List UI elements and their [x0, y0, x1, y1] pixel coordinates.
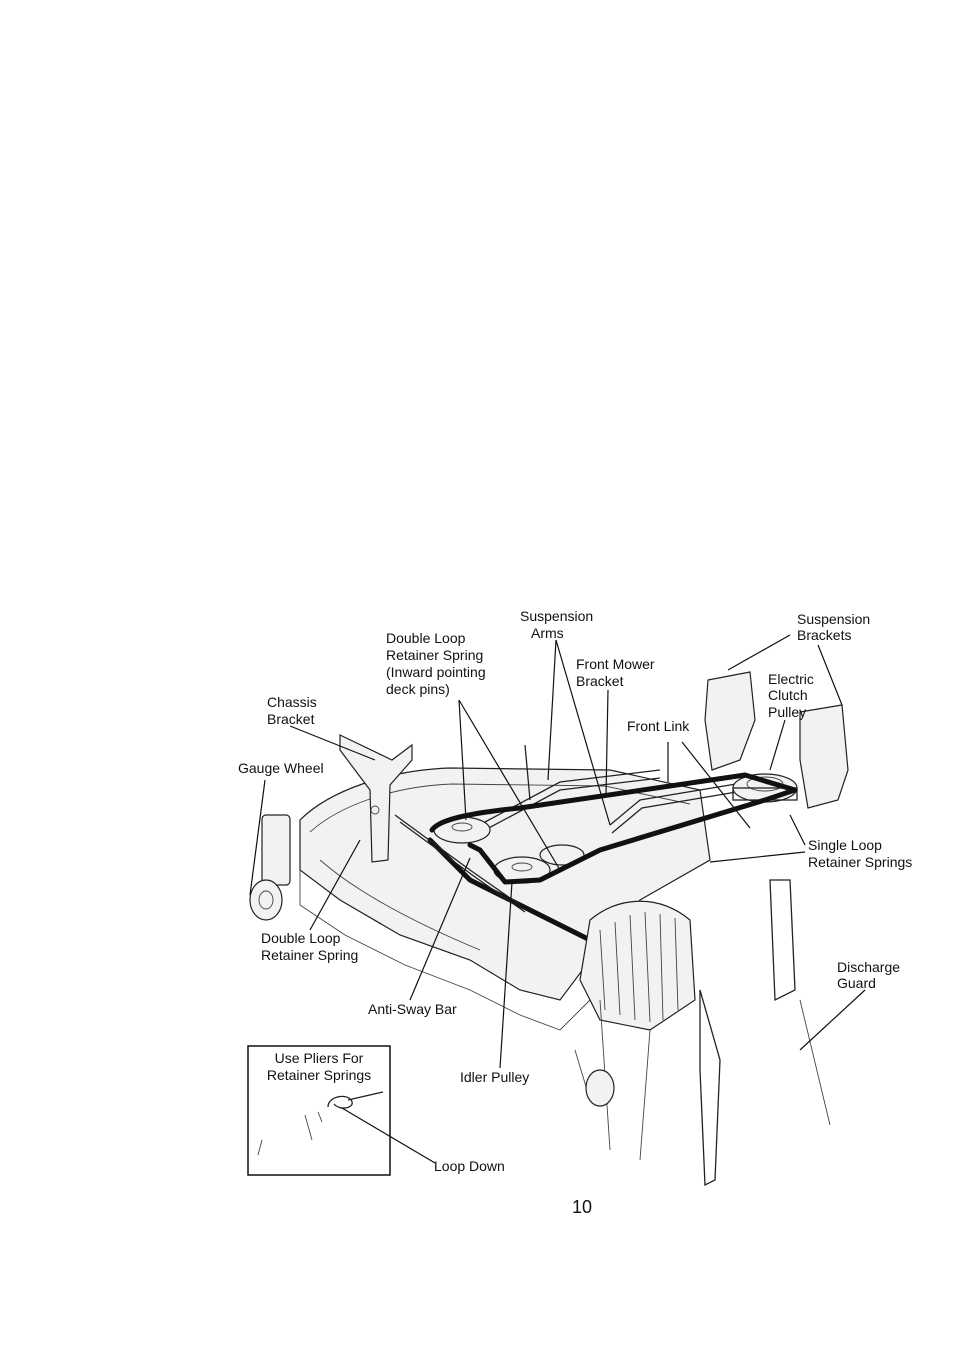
discharge-guard-part: [699, 879, 796, 1187]
inset-frame: [247, 1045, 391, 1176]
drive-belt-lower: [427, 837, 593, 943]
label-electric-clutch-pulley: Electric Clutch Pulley: [768, 671, 818, 720]
label-chassis-bracket: Chassis Bracket: [267, 694, 321, 727]
leader-lines: [249, 634, 866, 1069]
deck-skirt: [299, 870, 591, 1031]
pliers-sketch: [257, 1111, 323, 1156]
drive-belt: [429, 772, 798, 885]
label-discharge-guard: Discharge Guard: [837, 959, 904, 991]
label-suspension-brackets: Suspension Brackets: [797, 611, 874, 643]
label-double-loop-retainer-spring-top: Double Loop Retainer Spring (Inward poin…: [386, 630, 490, 697]
callout-labels: Suspension Arms Suspension Brackets Doub…: [238, 608, 912, 1174]
label-idler-pulley: Idler Pulley: [460, 1069, 529, 1085]
suspension-bracket-left: [704, 671, 756, 771]
chassis-bracket-part: [339, 734, 413, 863]
label-gauge-wheel: Gauge Wheel: [238, 760, 324, 776]
spring-loop-icon: [327, 1091, 384, 1109]
suspension-arm-right: [524, 744, 761, 834]
suspension-bracket-right: [799, 704, 849, 809]
label-front-mower-bracket: Front Mower Bracket: [576, 656, 658, 689]
inset-caption-line-2: Retainer Springs: [267, 1067, 371, 1083]
bracket-bolt: [370, 805, 380, 815]
discharge-chute: [579, 900, 696, 1031]
suspension-arm-left: [469, 769, 661, 839]
label-loop-down: Loop Down: [434, 1158, 505, 1174]
label-double-loop-retainer-spring-bottom: Double Loop Retainer Spring: [261, 930, 358, 963]
label-front-link: Front Link: [627, 718, 690, 734]
inset-caption-line-1: Use Pliers For: [275, 1050, 364, 1066]
label-anti-sway-bar: Anti-Sway Bar: [368, 1001, 457, 1017]
gauge-wheel-part: [249, 814, 291, 921]
label-suspension-arms: Suspension Arms: [520, 608, 597, 641]
anti-sway-bar-part: [394, 814, 526, 913]
rear-roller: [585, 1069, 615, 1107]
pliers-inset: Use Pliers For Retainer Springs: [247, 1045, 436, 1176]
label-single-loop-retainer-springs: Single Loop Retainer Springs: [808, 837, 912, 870]
mower-deck-illustration: [249, 671, 849, 1187]
chute-ribs: [599, 911, 679, 1023]
page-number: 10: [572, 1197, 592, 1217]
